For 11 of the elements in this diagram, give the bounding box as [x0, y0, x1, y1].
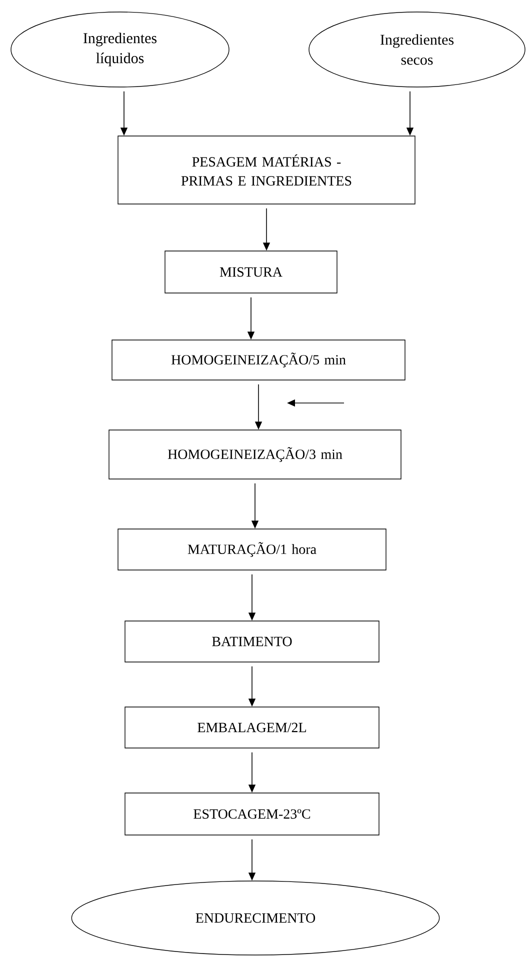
- oval-node: Ingredientes líquidos: [10, 12, 230, 88]
- oval-node: ENDURECIMENTO: [71, 880, 440, 956]
- oval-node: Ingredientes secos: [308, 12, 526, 88]
- process-box: HOMOGEINEIZAÇÃO/5 min: [112, 340, 406, 380]
- process-box: BATIMENTO: [124, 620, 380, 662]
- process-box: MATURAÇÃO/1 hora: [118, 528, 386, 570]
- process-box: MISTURA: [164, 250, 338, 294]
- process-box: PESAGEM MATÉRIAS - PRIMAS E INGREDIENTES: [118, 136, 416, 204]
- process-box: HOMOGEINEIZAÇÃO/3 min: [108, 430, 402, 480]
- process-box: EMBALAGEM/2L: [124, 706, 380, 748]
- process-box: ESTOCAGEM-23ºC: [124, 792, 380, 836]
